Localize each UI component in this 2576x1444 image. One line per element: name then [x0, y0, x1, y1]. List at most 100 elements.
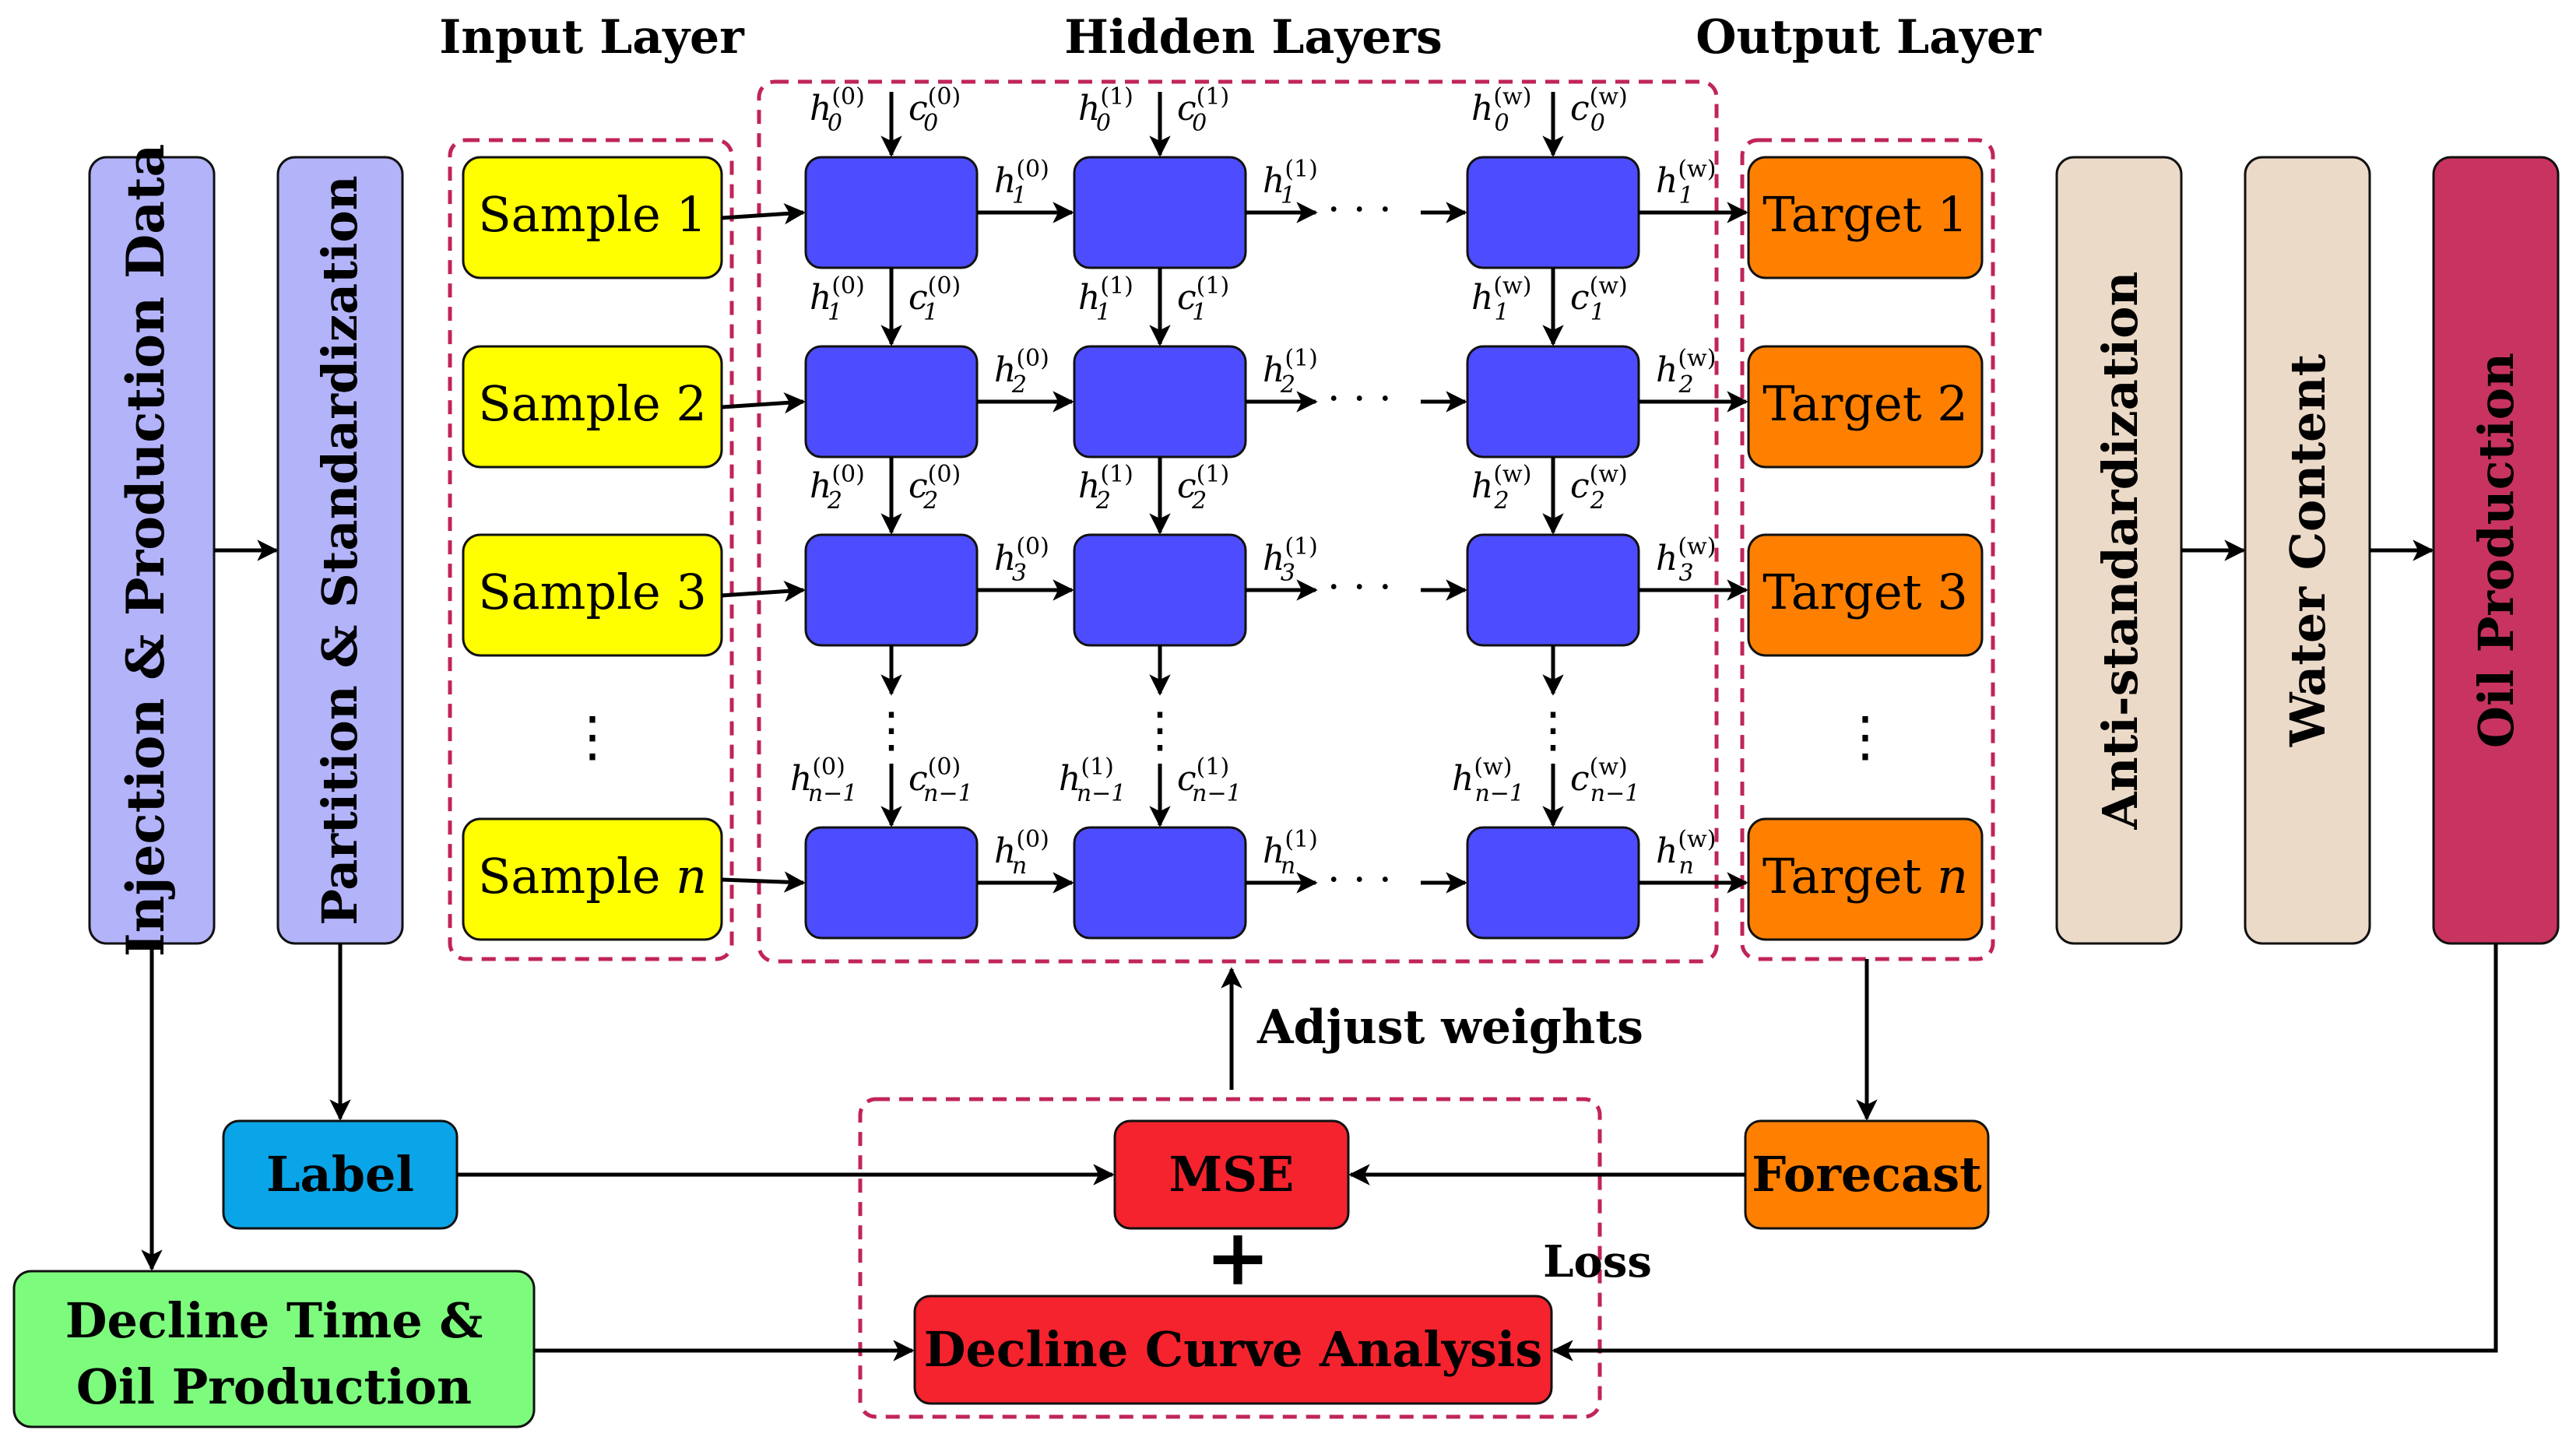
h-state-label-r3-c2: h(1)2 — [1078, 461, 1133, 515]
input-layer-header: Input Layer — [439, 10, 745, 65]
arrow-sample-to-cell-r4 — [721, 871, 806, 893]
lstm-cell-r4-c1 — [804, 826, 979, 940]
h-state-label-r1-c3: h(w)0 — [1471, 83, 1531, 137]
horizontal-ellipsis-r2: · · · — [1327, 376, 1392, 423]
c-state-label-r1-c3: c(w)0 — [1570, 83, 1628, 137]
c-state-label-r3-c1: c(0)2 — [908, 461, 961, 515]
target-2-label: Target 2 — [1762, 375, 1968, 432]
c-state-label-r4-c1: c(0)n−1 — [908, 754, 973, 807]
mse-text: MSE — [1169, 1146, 1295, 1203]
lstm-cell-r1-c1 — [804, 156, 979, 269]
h-out-label-r4-c3: h(w)n — [1656, 826, 1716, 880]
h-out-label-r3-c2: h(1)3 — [1263, 533, 1318, 587]
target-1-label: Target 1 — [1762, 186, 1968, 243]
lstm-cell-r1-c2 — [1073, 156, 1247, 269]
decline-curve-analysis-box — [913, 1295, 1553, 1405]
h-out-label-r1-c2: h(1)1 — [1263, 156, 1318, 209]
c-state-label-r2-c2: c(1)1 — [1177, 272, 1229, 326]
c-state-label-r3-c2: c(1)2 — [1177, 461, 1229, 515]
h-state-label-r4-c2: h(1)n−1 — [1059, 754, 1126, 807]
target-3-box — [1747, 533, 1984, 657]
sample-n-box — [462, 817, 723, 941]
input-layer-group — [448, 138, 734, 961]
injection-production-data-label: Injection & Production Data — [115, 144, 176, 957]
arrow-oil-to-dca — [1552, 943, 2498, 1361]
h-state-label-r2-c3: h(w)1 — [1471, 272, 1531, 326]
lstm-cell-grid: · · · h(0)1 h(1)1 h(w)1 · · · h(0)2 h(1)2 h(w)2… — [721, 83, 1748, 940]
target-1-box — [1747, 156, 1984, 279]
lstm-cell-r3-c1 — [804, 533, 979, 647]
sample-n-label: Sample n — [478, 848, 707, 905]
horizontal-ellipsis-r3: · · · — [1327, 564, 1392, 611]
vertical-ellipsis-c2: ⋮ — [1136, 701, 1184, 758]
h-out-label-r1-c3: h(w)1 — [1656, 156, 1716, 209]
mse-box — [1113, 1119, 1350, 1230]
h-out-label-r4-c1: h(0)n — [994, 826, 1049, 880]
target-n-label: Target n — [1762, 848, 1968, 905]
target-2-box — [1747, 345, 1984, 469]
lstm-cell-r3-c2 — [1073, 533, 1247, 647]
output-layer-header: Output Layer — [1696, 10, 2042, 65]
lstm-cell-r1-c3 — [1466, 156, 1640, 269]
sample-n-symbol: n — [676, 848, 707, 905]
c-state-label-r2-c3: c(w)1 — [1570, 272, 1628, 326]
loss-group — [858, 1097, 1602, 1419]
arrow-sample-to-cell-r2 — [721, 392, 806, 414]
forecast-text: Forecast — [1752, 1146, 1982, 1203]
water-content-label: Water Content — [2279, 353, 2336, 747]
targets-vertical-ellipsis: ⋮ — [1838, 704, 1892, 768]
h-state-label-r4-c3: h(w)n−1 — [1452, 754, 1524, 807]
horizontal-ellipsis-r4: · · · — [1327, 857, 1392, 904]
sample-n-prefix: Sample — [478, 848, 660, 905]
vertical-ellipsis-c1: ⋮ — [867, 701, 915, 758]
label-text: Label — [266, 1146, 414, 1203]
decline-curve-analysis-text: Decline Curve Analysis — [924, 1321, 1543, 1378]
lstm-cell-r4-c3 — [1466, 826, 1640, 940]
output-layer-group — [1740, 138, 1995, 961]
h-state-label-r4-c1: h(0)n−1 — [790, 754, 857, 807]
lstm-cell-r2-c3 — [1466, 345, 1640, 458]
h-out-label-r4-c2: h(1)n — [1263, 826, 1318, 880]
h-out-label-r2-c1: h(0)2 — [994, 345, 1049, 399]
partition-standardization-label: Partition & Standardization — [311, 175, 368, 926]
c-state-label-r1-c2: c(1)0 — [1177, 83, 1229, 137]
h-out-label-r1-c1: h(0)1 — [994, 156, 1049, 209]
anti-standardization-label: Anti-standardization — [2092, 272, 2149, 831]
h-state-label-r1-c2: h(1)0 — [1078, 83, 1133, 137]
oil-production-label: Oil Production — [2468, 353, 2525, 748]
arrow-sample-to-cell-r1 — [721, 202, 806, 225]
sample-2-label: Sample 2 — [478, 375, 707, 432]
c-state-label-r4-c2: c(1)n−1 — [1177, 754, 1242, 807]
targets-column: Target 1 Target 2 Target 3 ⋮ Target n — [1747, 156, 1984, 941]
lstm-cell-r3-c3 — [1466, 533, 1640, 647]
horizontal-ellipsis-r1: · · · — [1327, 187, 1392, 234]
decline-time-label: Decline Time & — [65, 1292, 483, 1349]
vertical-ellipsis-c3: ⋮ — [1529, 701, 1577, 758]
target-n-box — [1747, 817, 1984, 941]
h-state-label-r2-c2: h(1)1 — [1078, 272, 1133, 326]
sample-1-label: Sample 1 — [478, 186, 707, 243]
h-out-label-r3-c1: h(0)3 — [994, 533, 1049, 587]
samples-vertical-ellipsis: ⋮ — [565, 704, 620, 768]
h-state-label-r2-c1: h(0)1 — [810, 272, 865, 326]
samples-column: Sample 1 Sample 2 Sample 3 ⋮ Sample n — [462, 156, 723, 941]
c-state-label-r2-c1: c(0)1 — [908, 272, 961, 326]
hidden-layers-header: Hidden Layers — [1064, 10, 1443, 65]
sample-3-label: Sample 3 — [478, 564, 707, 620]
target-n-symbol: n — [1937, 848, 1968, 905]
h-out-label-r2-c2: h(1)2 — [1263, 345, 1318, 399]
loss-label: Loss — [1543, 1236, 1652, 1288]
c-state-label-r1-c1: c(0)0 — [908, 83, 961, 137]
h-state-label-r3-c1: h(0)2 — [810, 461, 865, 515]
c-state-label-r3-c3: c(w)2 — [1570, 461, 1628, 515]
target-3-label: Target 3 — [1762, 564, 1968, 620]
h-out-label-r2-c3: h(w)2 — [1656, 345, 1716, 399]
lstm-cell-r4-c2 — [1073, 826, 1247, 940]
adjust-weights-label: Adjust weights — [1256, 1000, 1643, 1055]
lstm-cell-r2-c1 — [804, 345, 979, 458]
oil-production-bottom-label: Oil Production — [76, 1358, 472, 1415]
plus-sign: + — [1205, 1211, 1270, 1303]
h-state-label-r3-c3: h(w)2 — [1471, 461, 1531, 515]
c-state-label-r4-c3: c(w)n−1 — [1570, 754, 1639, 807]
